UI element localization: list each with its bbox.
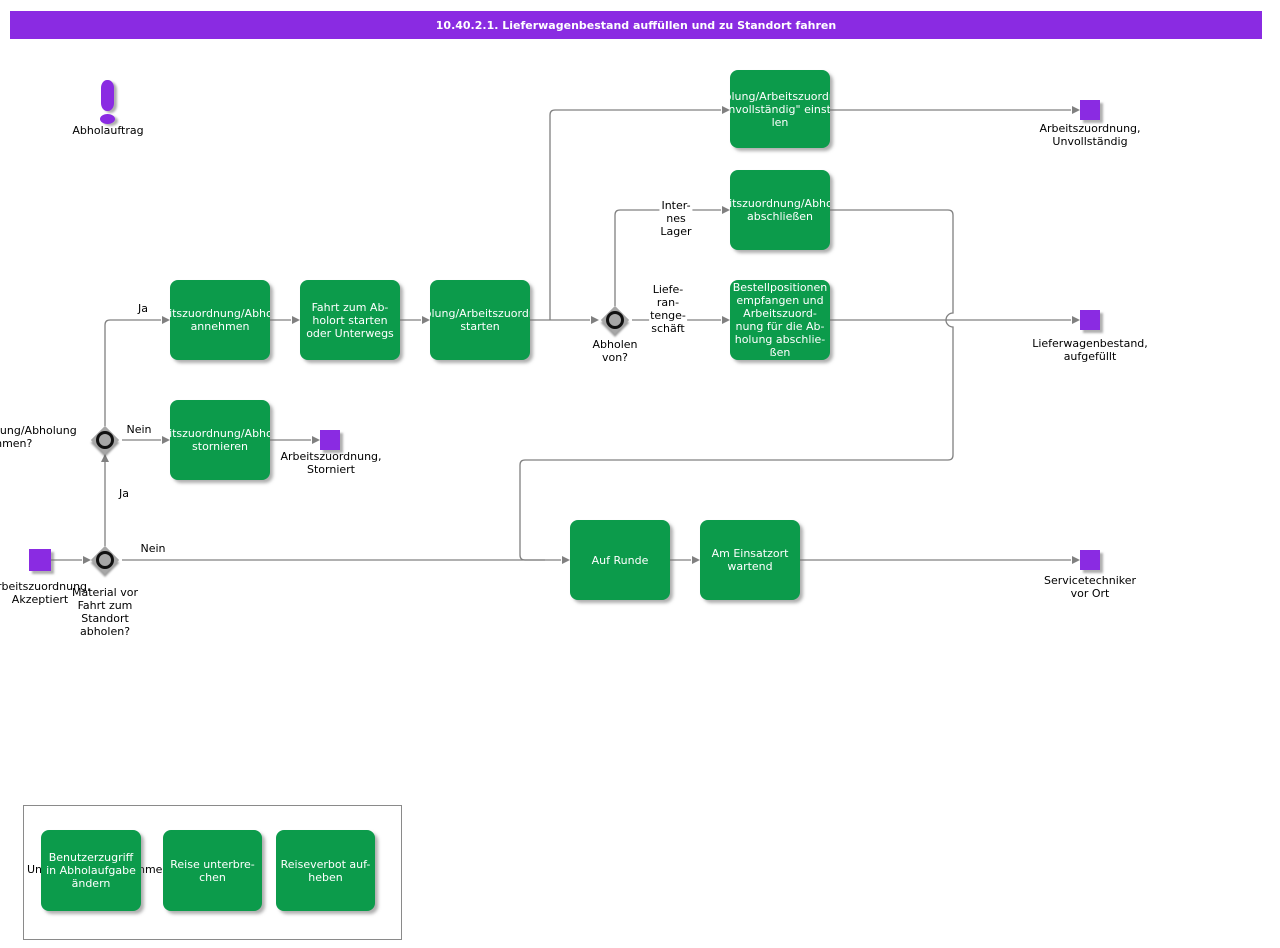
edge-label-lieferantengeschaeft: Liefe- ran- tenge- schäft: [649, 283, 687, 335]
task-unvollstaendig-einstellen-label: Abholung/Arbeitszuordnung "Unvollständig…: [730, 89, 830, 129]
gateway-circle-icon: [96, 551, 114, 569]
exclamation-icon: [101, 80, 114, 111]
task-reise-unterbrechen[interactable]: Reise unterbre- chen: [163, 830, 262, 911]
task-am-einsatzort-wartend[interactable]: Am Einsatzort wartend: [700, 520, 800, 600]
gateway-material-frage[interactable]: [88, 543, 122, 577]
task-reiseverbot-aufheben[interactable]: Reiseverbot auf- heben: [276, 830, 375, 911]
end-event-servicetechniker-vor-ort[interactable]: [1080, 550, 1100, 570]
exclamation-icon-dot: [100, 114, 115, 124]
task-bestellpositionen[interactable]: Bestellpositionen empfangen und Arbeitsz…: [730, 280, 830, 360]
legend-clipped-text-right: hmen: [138, 863, 170, 876]
task-unvollstaendig-einstellen[interactable]: Abholung/Arbeitszuordnung "Unvollständig…: [730, 70, 830, 148]
gateway-annehmen-frage[interactable]: [88, 423, 122, 457]
gateway-material-frage-label: Material vor Fahrt zum Standort abholen?: [72, 586, 138, 638]
start-event-arbeitszuordnung-akzeptiert[interactable]: [29, 549, 51, 571]
task-annehmen-label: Arbeitszuordnung/Abholung annehmen: [170, 307, 270, 333]
task-abschliessen-label: Arbeitszuordnung/Abholung abschließen: [730, 197, 830, 223]
edge-label-nein-oben: Nein: [125, 423, 153, 436]
end-event-lieferwagenbestand-aufgefuellt[interactable]: [1080, 310, 1100, 330]
legend-panel: Un hmen Benutzerzugriff in Abholaufgabe …: [23, 805, 402, 940]
edge-label-nein-unten: Nein: [139, 542, 167, 555]
task-benutzerzugriff-aendern[interactable]: Benutzerzugriff in Abholaufgabe ändern: [41, 830, 141, 911]
diagram-title-bar: 10.40.2.1. Lieferwagenbestand auffüllen …: [10, 11, 1262, 39]
task-fahrt-zum-abholort[interactable]: Fahrt zum Ab- holort starten oder Unterw…: [300, 280, 400, 360]
start-event-arbeitszuordnung-akzeptiert-label: Arbeitszuordnung, Akzeptiert: [0, 580, 91, 606]
gateway-abholen-von-label: Abholen von?: [592, 338, 638, 364]
gateway-annehmen-frage-label: Arbeitszuordnung/Abholung annehmen?: [0, 424, 77, 450]
end-event-arbeitszuordnung-storniert[interactable]: [320, 430, 340, 450]
task-stornieren-label: Arbeitszuordnung/Abholung stornieren: [170, 427, 270, 453]
end-event-servicetechniker-vor-ort-label: Servicetechniker vor Ort: [1043, 574, 1137, 600]
edge-label-internes-lager: Inter- nes Lager: [659, 199, 693, 238]
task-starten[interactable]: Abholung/Arbeitszuordnung starten: [430, 280, 530, 360]
end-event-arbeitszuordnung-unvollstaendig-label: Arbeitszuordnung, Unvollständig: [1039, 122, 1141, 148]
legend-clipped-text-left: Un: [27, 863, 43, 876]
edge-label-ja-unten: Ja: [118, 487, 130, 500]
end-event-arbeitszuordnung-unvollstaendig[interactable]: [1080, 100, 1100, 120]
task-auf-runde[interactable]: Auf Runde: [570, 520, 670, 600]
task-reiseverbot-aufheben-label: Reiseverbot auf- heben: [280, 857, 371, 884]
task-stornieren[interactable]: Arbeitszuordnung/Abholung stornieren: [170, 400, 270, 480]
gateway-circle-icon: [606, 311, 624, 329]
task-auf-runde-label: Auf Runde: [591, 553, 649, 567]
gateway-circle-icon: [96, 431, 114, 449]
event-label-abholauftrag: Abholauftrag: [72, 124, 144, 137]
task-fahrt-zum-abholort-label: Fahrt zum Ab- holort starten oder Unterw…: [306, 300, 394, 340]
end-event-lieferwagenbestand-aufgefuellt-label: Lieferwagenbestand, aufgefüllt: [1032, 337, 1148, 363]
task-annehmen[interactable]: Arbeitszuordnung/Abholung annehmen: [170, 280, 270, 360]
task-benutzerzugriff-aendern-label: Benutzerzugriff in Abholaufgabe ändern: [46, 851, 136, 890]
edge-label-ja-oben: Ja: [137, 302, 149, 315]
task-abschliessen[interactable]: Arbeitszuordnung/Abholung abschließen: [730, 170, 830, 250]
end-event-arbeitszuordnung-storniert-label: Arbeitszuordnung, Storniert: [280, 450, 382, 476]
diagram-title: 10.40.2.1. Lieferwagenbestand auffüllen …: [435, 18, 837, 32]
task-starten-label: Abholung/Arbeitszuordnung starten: [430, 307, 530, 333]
task-am-einsatzort-wartend-label: Am Einsatzort wartend: [711, 547, 789, 573]
task-bestellpositionen-label: Bestellpositionen empfangen und Arbeitsz…: [732, 281, 828, 359]
gateway-abholen-von[interactable]: [598, 303, 632, 337]
task-reise-unterbrechen-label: Reise unterbre- chen: [170, 857, 255, 884]
